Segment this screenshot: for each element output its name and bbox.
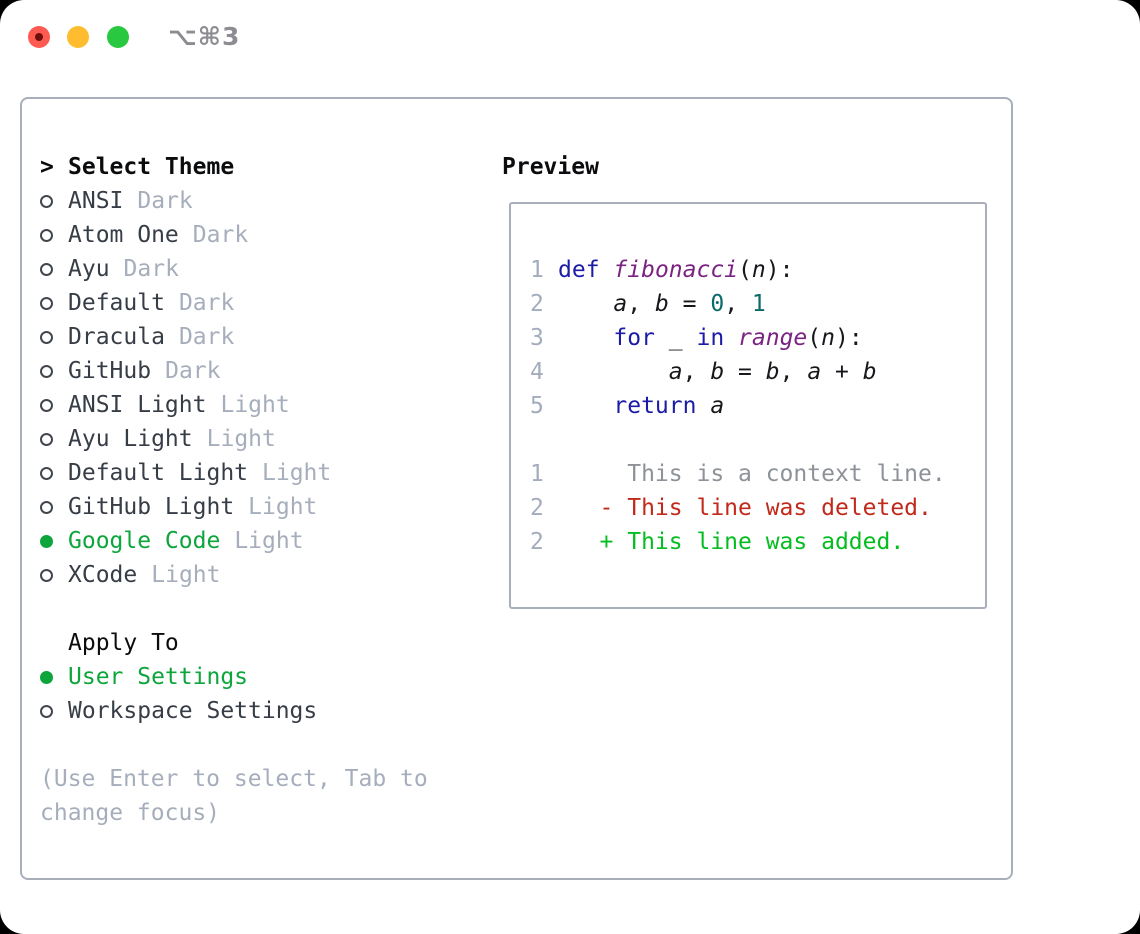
theme-item-github-light[interactable]: GitHub Light Light (40, 490, 490, 524)
window-title: ⌥⌘3 (168, 22, 241, 51)
radio-unselected-icon (40, 228, 53, 242)
option-label: Default (68, 290, 165, 316)
theme-variant-tag: Dark (165, 358, 221, 384)
theme-item-ansi-light[interactable]: ANSI Light Light (40, 388, 490, 422)
theme-variant-tag: Light (262, 460, 332, 486)
minimize-button[interactable] (67, 26, 89, 48)
radio-unselected-icon (40, 364, 53, 378)
code-line: 2 a, b = 0, 1 (530, 291, 766, 317)
spacer (40, 728, 490, 762)
option-label: ANSI Light (68, 392, 207, 418)
radio-unselected-icon (40, 432, 53, 446)
theme-variant-tag: Dark (123, 256, 179, 282)
zoom-button[interactable] (107, 26, 129, 48)
theme-variant-tag: Dark (178, 290, 235, 316)
diff-line: 1 This is a context line. (530, 461, 946, 487)
line-number: 2 (530, 529, 544, 555)
diff-line: 2 + This line was added. (530, 529, 905, 555)
theme-item-default-light[interactable]: Default Light Light (40, 456, 490, 490)
option-label: Google Code (68, 528, 221, 554)
radio-unselected-icon (40, 500, 53, 514)
theme-item-ansi[interactable]: ANSI Dark (40, 184, 490, 218)
theme-variant-tag: Light (248, 494, 318, 520)
theme-variant-tag: Dark (192, 222, 249, 248)
theme-variant-tag: Light (234, 528, 304, 554)
theme-item-xcode[interactable]: XCode Light (40, 558, 490, 592)
line-number: 2 (530, 291, 544, 317)
theme-item-ayu[interactable]: Ayu Dark (40, 252, 490, 286)
apply-option-workspace-settings[interactable]: Workspace Settings (40, 694, 490, 728)
close-button[interactable] (28, 26, 50, 48)
theme-variant-tag: Light (206, 426, 276, 452)
theme-variant-tag: Light (220, 392, 290, 418)
option-label: GitHub (68, 358, 152, 384)
theme-variant-tag: Dark (137, 188, 193, 214)
spacer (40, 592, 490, 626)
radio-unselected-icon (40, 568, 53, 582)
radio-unselected-icon (40, 398, 53, 412)
line-number: 4 (530, 359, 544, 385)
option-label: GitHub Light (68, 494, 235, 520)
cursor-indicator: > (40, 154, 54, 180)
preview-blank-line (530, 423, 985, 457)
window-titlebar: ⌥⌘3 (0, 0, 1140, 75)
line-number: 1 (530, 461, 544, 487)
diff-preview: 1 This is a context line. 2 - This line w… (530, 457, 985, 559)
theme-variant-tag: Light (151, 562, 221, 588)
line-number: 1 (530, 257, 544, 283)
select-theme-header: > Select Theme (40, 150, 490, 184)
option-label: User Settings (68, 664, 249, 690)
option-label: Ayu (68, 256, 110, 282)
code-line: 3 for _ in range(n): (530, 325, 863, 351)
theme-item-google-code[interactable]: Google Code Light (40, 524, 490, 558)
radio-selected-icon (40, 534, 53, 548)
theme-item-github[interactable]: GitHub Dark (40, 354, 490, 388)
help-text: (Use Enter to select, Tab to change focu… (40, 766, 428, 826)
preview-title: Preview (502, 154, 599, 180)
theme-item-atom-one[interactable]: Atom One Dark (40, 218, 490, 252)
line-number: 2 (530, 495, 544, 521)
apply-to-title: Apply To (68, 630, 179, 656)
option-label: Dracula (68, 324, 165, 350)
option-label: Default Light (68, 460, 249, 486)
line-number: 5 (530, 393, 544, 419)
radio-unselected-icon (40, 296, 53, 310)
select-theme-title: Select Theme (68, 154, 235, 180)
option-label: Ayu Light (68, 426, 193, 452)
apply-option-user-settings[interactable]: User Settings (40, 660, 490, 694)
radio-selected-icon (40, 670, 53, 684)
line-number: 3 (530, 325, 544, 351)
radio-unselected-icon (40, 194, 53, 208)
theme-item-ayu-light[interactable]: Ayu Light Light (40, 422, 490, 456)
apply-to-header: Apply To (40, 626, 490, 660)
radio-unselected-icon (40, 704, 53, 718)
radio-unselected-icon (40, 330, 53, 344)
option-label: XCode (68, 562, 138, 588)
option-label: Atom One (68, 222, 179, 248)
radio-unselected-icon (40, 466, 53, 480)
code-line: 4 a, b = b, a + b (530, 359, 877, 385)
code-line: 5 return a (530, 393, 725, 419)
option-label: Workspace Settings (68, 698, 318, 724)
radio-unselected-icon (40, 262, 53, 276)
theme-variant-tag: Dark (178, 324, 235, 350)
diff-line: 2 - This line was deleted. (530, 495, 932, 521)
theme-item-default[interactable]: Default Dark (40, 286, 490, 320)
option-label: ANSI (68, 188, 124, 214)
theme-item-dracula[interactable]: Dracula Dark (40, 320, 490, 354)
